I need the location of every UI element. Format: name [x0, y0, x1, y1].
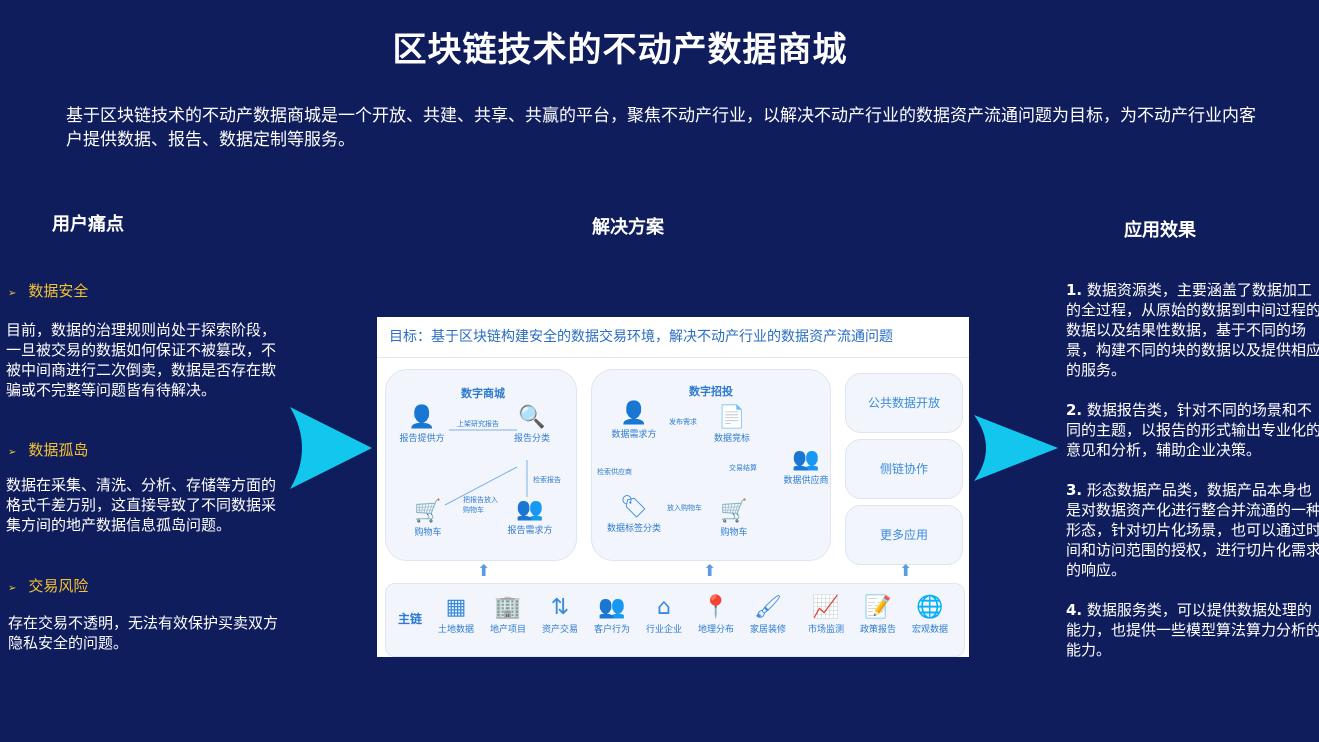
bullet-arrow-icon: ➢ — [8, 447, 17, 458]
edge-label: 把报告放入购物车 — [463, 496, 498, 514]
up-arrow-icon: ⬆ — [899, 561, 913, 580]
box-sidechain: 侧链协作 — [845, 439, 963, 499]
effect-item: 1. 数据资源类，主要涵盖了数据加工的全过程，从原始的数据到中间过程的数据以及结… — [1066, 281, 1319, 379]
edge-label: 上架研究报告 — [457, 420, 499, 428]
up-arrow-icon: ⬆ — [703, 561, 717, 580]
intro-paragraph: 基于区块链技术的不动产数据商城是一个开放、共建、共享、共赢的平台，聚焦不动产行业… — [66, 106, 1256, 150]
bullet-arrow-icon: ➢ — [8, 288, 17, 299]
pain-point-title: ➢交易风险 — [8, 577, 89, 595]
page-title: 区块链技术的不动产数据商城 — [392, 30, 848, 70]
effect-item: 4. 数据服务类，可以提供数据处理的能力，也提供一些模型算法算力分析的能力。 — [1066, 601, 1319, 659]
chain-label: 主链 — [398, 612, 423, 626]
solution-diagram: 目标：基于区块链构建安全的数据交易环境，解决不动产行业的数据资产流通问题 数字商… — [377, 317, 969, 657]
pain-point-body: 数据在采集、清洗、分析、存储等方面的格式千差万别，这直接导致了不同数据采集方间的… — [6, 476, 277, 534]
edit-document-icon: 📝 — [864, 595, 892, 620]
flow-arrow-right-icon — [974, 415, 1058, 481]
chain-item-land: ▦土地数据 — [430, 594, 482, 635]
chart-icon: 📈 — [812, 595, 840, 620]
edge-label: 检索报告 — [533, 476, 561, 484]
panel-title: 数字商城 — [461, 387, 505, 400]
paint-roller-icon: 🖌 — [754, 595, 782, 620]
column-heading-solution: 解决方案 — [592, 217, 664, 238]
pain-point-title: ➢数据安全 — [8, 282, 89, 300]
chain-item-decor: 🖌家居装修 — [742, 594, 794, 635]
node-data-tag-category: 🏷数据标签分类 — [599, 495, 669, 534]
node-report-demander: 👥报告需求方 — [495, 497, 565, 536]
panel-digital-mall — [385, 369, 577, 561]
pain-point-title: ➢数据孤岛 — [8, 441, 89, 459]
effects-list: 1. 数据资源类，主要涵盖了数据加工的全过程，从原始的数据到中间过程的数据以及结… — [1066, 280, 1319, 680]
globe-icon: 🌐 — [916, 595, 944, 620]
node-data-bidding: 📄数据竞标 — [697, 405, 767, 444]
exchange-icon: ⇅ — [550, 595, 570, 620]
pain-point-body: 目前，数据的治理规则尚处于探索阶段，一旦被交易的数据如何保证不被篡改，不被中间商… — [6, 321, 277, 399]
edge-label: 检索供应商 — [597, 468, 632, 476]
bullet-arrow-icon: ➢ — [8, 583, 17, 594]
edge-label: 发布需求 — [669, 418, 697, 426]
node-cart: 🛒购物车 — [699, 499, 769, 538]
chain-item-customer: 👥客户行为 — [586, 594, 638, 635]
cart-icon: 🛒 — [414, 499, 442, 524]
divider — [377, 357, 969, 358]
panel-digital-bidding — [591, 369, 831, 561]
location-pin-icon: 📍 — [702, 595, 730, 620]
flow-arrow-left-icon — [290, 407, 372, 489]
column-heading-effects: 应用效果 — [1124, 220, 1196, 241]
diagram-goal: 目标：基于区块链构建安全的数据交易环境，解决不动产行业的数据资产流通问题 — [389, 329, 893, 345]
effect-item: 3. 形态数据产品类，数据产品本身也是对数据资产化进行整合并流通的一种形态，针对… — [1066, 481, 1319, 579]
panel-title: 数字招投 — [689, 385, 733, 398]
report-search-icon: 🔍 — [518, 405, 546, 430]
building-icon: 🏢 — [494, 595, 522, 620]
chain-item-market: 📈市场监测 — [800, 594, 852, 635]
chain-item-macro: 🌐宏观数据 — [904, 594, 956, 635]
tag-icon: 🏷 — [620, 495, 648, 520]
cart-icon: 🛒 — [720, 499, 748, 524]
box-public-data: 公共数据开放 — [845, 373, 963, 433]
users-icon: 👥 — [516, 497, 544, 522]
chain-item-policy: 📝政策报告 — [852, 594, 904, 635]
people-icon: 👥 — [598, 595, 626, 620]
chain-item-project: 🏢地产项目 — [482, 594, 534, 635]
node-cart: 🛒购物车 — [393, 499, 463, 538]
node-data-supplier: 👥数据供应商 — [771, 447, 841, 486]
node-data-demander: 👤数据需求方 — [599, 401, 669, 440]
node-report-category: 🔍报告分类 — [497, 405, 567, 444]
chain-item-industry: ⌂行业企业 — [638, 594, 690, 635]
chain-item-geo: 📍地理分布 — [690, 594, 742, 635]
edge-label: 交易结算 — [729, 464, 757, 472]
document-icon: 📄 — [718, 405, 746, 430]
up-arrow-icon: ⬆ — [477, 561, 491, 580]
chain-item-asset-trade: ⇅资产交易 — [534, 594, 586, 635]
user-icon: 👤 — [620, 401, 648, 426]
grid-icon: ▦ — [445, 595, 467, 620]
edge-label: 放入购物车 — [667, 504, 702, 512]
column-heading-pain-points: 用户痛点 — [52, 214, 124, 235]
node-report-provider: 👤报告提供方 — [387, 405, 457, 444]
team-icon: 👥 — [792, 447, 820, 472]
house-icon: ⌂ — [657, 595, 671, 620]
main-chain-bar: 主链 ▦土地数据 🏢地产项目 ⇅资产交易 👥客户行为 ⌂行业企业 📍地理分布 🖌… — [385, 583, 965, 657]
pain-point-body: 存在交易不透明，无法有效保护买卖双方隐私安全的问题。 — [8, 614, 279, 652]
effect-item: 2. 数据报告类，针对不同的场景和不同的主题，以报告的形式输出专业化的意见和分析… — [1066, 401, 1319, 459]
user-icon: 👤 — [408, 405, 436, 430]
box-more-apps: 更多应用 — [845, 505, 963, 565]
